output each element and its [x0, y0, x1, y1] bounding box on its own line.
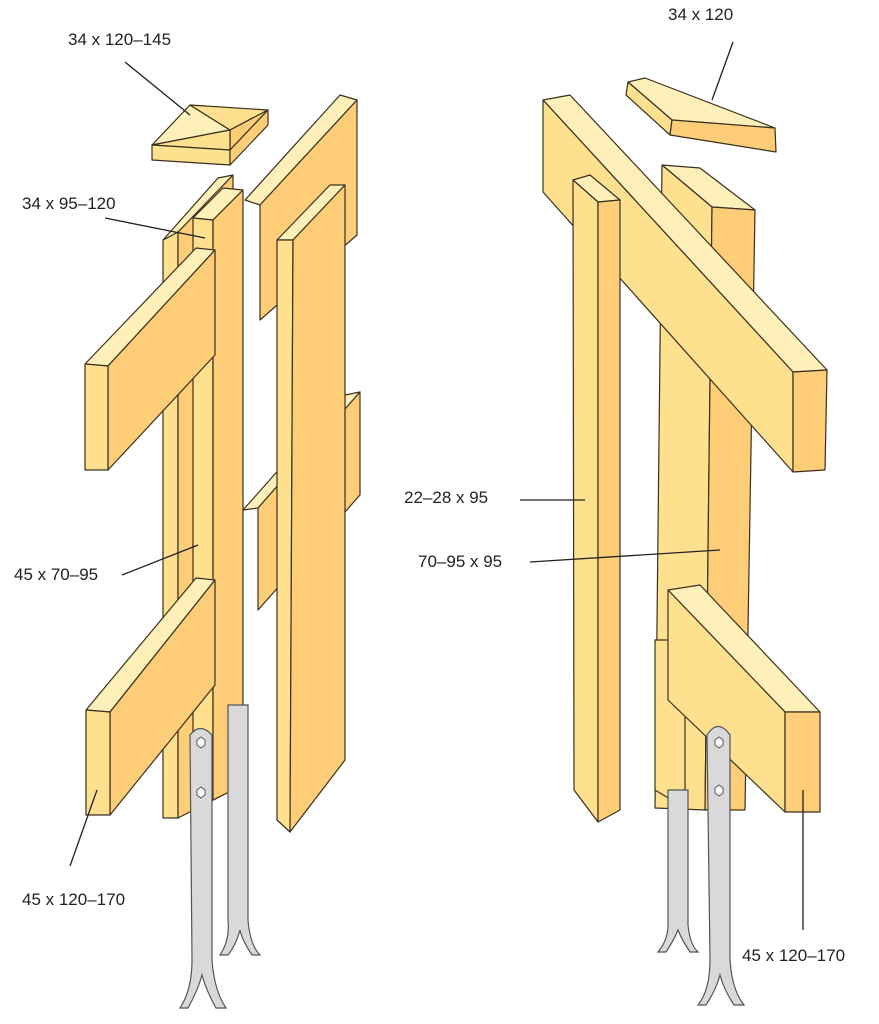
left-picket	[276, 184, 346, 833]
right-post-cap	[625, 77, 777, 153]
leader-lines	[69, 41, 804, 930]
left-top-rail	[84, 247, 216, 471]
label-right-post: 70–95 x 95	[418, 552, 503, 571]
left-bottom-rail	[85, 577, 216, 816]
right-ground-anchor-front	[696, 725, 746, 1006]
right-ground-anchor-back	[656, 789, 700, 953]
right-assembly	[542, 77, 828, 1006]
label-left-upright: 34 x 95–120	[22, 194, 116, 213]
right-bottom-rail	[667, 584, 821, 813]
left-ground-anchor-front	[178, 727, 228, 1009]
label-left-post: 45 x 70–95	[14, 565, 99, 584]
left-post-cap	[151, 104, 269, 166]
label-right-cap: 34 x 120	[668, 5, 734, 24]
left-assembly	[84, 94, 361, 1009]
label-left-rail: 45 x 120–170	[22, 890, 126, 909]
label-right-rail: 45 x 120–170	[742, 946, 846, 965]
right-picket	[572, 174, 621, 823]
left-ground-anchor-back	[218, 704, 262, 956]
label-right-picket: 22–28 x 95	[404, 488, 489, 507]
label-left-cap: 34 x 120–145	[68, 30, 172, 49]
